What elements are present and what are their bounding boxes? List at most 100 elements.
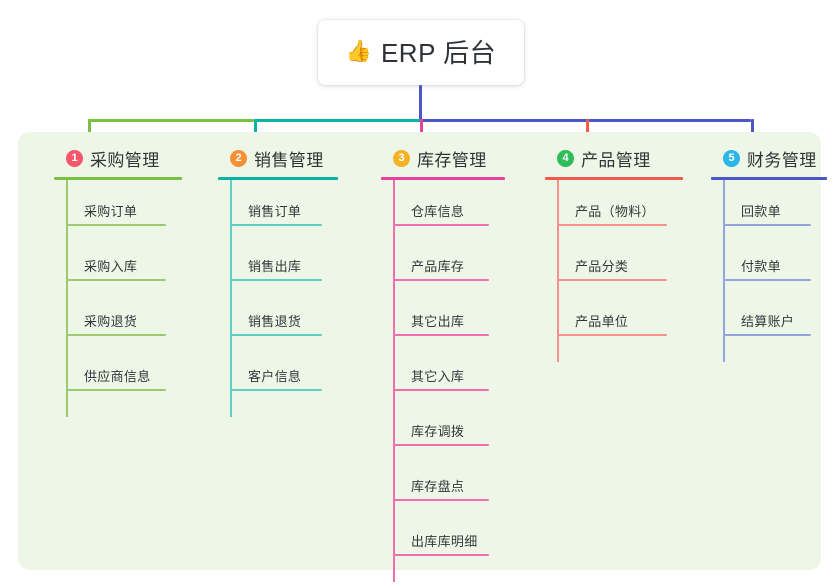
branch-header-rule-finance bbox=[711, 177, 827, 180]
leaf-item-rule bbox=[723, 224, 811, 226]
leaf-item[interactable]: 产品分类 bbox=[557, 226, 667, 281]
branch-number-badge-finance: 5 bbox=[723, 149, 740, 167]
leaf-item-label: 产品分类 bbox=[575, 259, 629, 274]
leaf-item-label: 回款单 bbox=[741, 204, 781, 219]
leaf-item-rule bbox=[557, 224, 667, 226]
branch-header-inventory[interactable]: 3 库存管理 bbox=[381, 146, 517, 170]
branch-header-product[interactable]: 4 产品管理 bbox=[545, 146, 695, 170]
branch-header-rule-product bbox=[545, 177, 683, 180]
leaf-item-rule bbox=[393, 444, 489, 446]
leaf-item[interactable]: 采购入库 bbox=[66, 226, 166, 281]
leaf-item-label: 供应商信息 bbox=[84, 369, 151, 384]
leaf-item-label: 库存盘点 bbox=[411, 479, 465, 494]
branch-column-inventory: 3 库存管理仓库信息产品库存其它出库其它入库库存调拨库存盘点出库库明细 bbox=[381, 146, 517, 582]
branch-spine-inventory bbox=[393, 180, 395, 582]
leaf-item-label: 其它出库 bbox=[411, 314, 465, 329]
leaf-item-label: 结算账户 bbox=[741, 314, 795, 329]
leaf-item-label: 付款单 bbox=[741, 259, 781, 274]
branch-header-rule-purchase bbox=[54, 177, 182, 180]
branch-column-product: 4 产品管理产品（物料） 产品分类产品单位 bbox=[545, 146, 695, 362]
leaf-item-label: 采购退货 bbox=[84, 314, 138, 329]
leaf-item-rule bbox=[66, 389, 166, 391]
leaf-item[interactable]: 销售退货 bbox=[230, 281, 322, 336]
leaf-item[interactable]: 销售出库 bbox=[230, 226, 322, 281]
branch-title-inventory: 库存管理 bbox=[417, 150, 487, 170]
leaf-item[interactable]: 付款单 bbox=[723, 226, 811, 281]
leaf-item[interactable]: 库存盘点 bbox=[393, 446, 489, 501]
root-node-title: ERP 后台 bbox=[380, 38, 497, 68]
branch-number-badge-product: 4 bbox=[557, 149, 574, 167]
leaf-item-rule bbox=[230, 224, 322, 226]
leaf-item-rule bbox=[557, 279, 667, 281]
branch-column-finance: 5 财务管理回款单付款单结算账户 bbox=[711, 146, 839, 362]
leaf-item-rule bbox=[723, 279, 811, 281]
leaf-item-label: 出库库明细 bbox=[411, 534, 478, 549]
branch-number-badge-inventory: 3 bbox=[393, 149, 410, 167]
branch-header-rule-sales bbox=[218, 177, 338, 180]
leaf-item-rule bbox=[66, 279, 166, 281]
branch-number-badge-purchase: 1 bbox=[66, 149, 83, 167]
leaf-item-rule bbox=[393, 334, 489, 336]
leaf-item-rule bbox=[66, 334, 166, 336]
leaf-item-label: 客户信息 bbox=[248, 369, 302, 384]
leaf-item-rule bbox=[230, 334, 322, 336]
leaf-item-rule bbox=[393, 279, 489, 281]
root-node-content: 👍 ERP 后台 bbox=[346, 33, 496, 70]
leaf-item-rule bbox=[557, 334, 667, 336]
leaf-item[interactable]: 产品库存 bbox=[393, 226, 489, 281]
branch-column-sales: 2 销售管理销售订单销售出库销售退货客户信息 bbox=[218, 146, 350, 417]
leaf-item[interactable]: 结算账户 bbox=[723, 281, 811, 336]
leaf-item-label: 销售订单 bbox=[248, 204, 302, 219]
leaf-item-label: 销售出库 bbox=[248, 259, 302, 274]
leaf-item[interactable]: 出库库明细 bbox=[393, 501, 489, 556]
branch-header-sales[interactable]: 2 销售管理 bbox=[218, 146, 350, 170]
leaf-item[interactable]: 回款单 bbox=[723, 171, 811, 226]
leaf-item-label: 采购订单 bbox=[84, 204, 138, 219]
leaf-item[interactable]: 其它入库 bbox=[393, 336, 489, 391]
branch-header-finance[interactable]: 5 财务管理 bbox=[711, 146, 839, 170]
branch-spine-finance bbox=[723, 180, 725, 362]
leaf-item[interactable]: 其它出库 bbox=[393, 281, 489, 336]
branch-title-product: 产品管理 bbox=[581, 150, 651, 170]
branch-spine-purchase bbox=[66, 180, 68, 417]
leaf-item-label: 采购入库 bbox=[84, 259, 138, 274]
leaf-item-label: 产品单位 bbox=[575, 314, 629, 329]
root-stem bbox=[419, 85, 422, 122]
branch-header-purchase[interactable]: 1 采购管理 bbox=[54, 146, 194, 170]
branch-title-finance: 财务管理 bbox=[747, 150, 817, 170]
leaf-item-rule bbox=[723, 334, 811, 336]
branch-spine-product bbox=[557, 180, 559, 362]
leaf-item-label: 产品库存 bbox=[411, 259, 465, 274]
leaf-item-rule bbox=[393, 224, 489, 226]
branch-title-purchase: 采购管理 bbox=[90, 150, 160, 170]
leaf-item-rule bbox=[393, 499, 489, 501]
leaf-item[interactable]: 仓库信息 bbox=[393, 171, 489, 226]
leaf-item-rule bbox=[230, 389, 322, 391]
leaf-item[interactable]: 库存调拨 bbox=[393, 391, 489, 446]
branches-panel: 1 采购管理采购订单采购入库采购退货供应商信息 2 销售管理销售订单销售出库销售退货客… bbox=[18, 132, 827, 582]
leaf-item[interactable]: 客户信息 bbox=[230, 336, 322, 391]
bus-teal bbox=[254, 119, 420, 122]
leaf-item-label: 其它入库 bbox=[411, 369, 465, 384]
bus-blue bbox=[420, 119, 751, 122]
leaf-item-label: 销售退货 bbox=[248, 314, 302, 329]
branch-number-badge-sales: 2 bbox=[230, 149, 247, 167]
thumbs-up-icon: 👍 bbox=[345, 40, 372, 63]
leaf-item-label: 库存调拨 bbox=[411, 424, 465, 439]
branch-title-sales: 销售管理 bbox=[254, 150, 324, 170]
leaf-item-rule bbox=[393, 389, 489, 391]
leaf-item[interactable]: 采购订单 bbox=[66, 171, 166, 226]
leaf-item[interactable]: 销售订单 bbox=[230, 171, 322, 226]
leaf-item[interactable]: 供应商信息 bbox=[66, 336, 166, 391]
leaf-item[interactable]: 采购退货 bbox=[66, 281, 166, 336]
leaf-item-rule bbox=[393, 554, 489, 556]
branch-header-rule-inventory bbox=[381, 177, 505, 180]
leaf-item[interactable]: 产品（物料） bbox=[557, 171, 667, 226]
leaf-item[interactable]: 产品单位 bbox=[557, 281, 667, 336]
leaf-item-rule bbox=[230, 279, 322, 281]
branch-spine-sales bbox=[230, 180, 232, 417]
leaf-item-label: 产品（物料） bbox=[575, 204, 655, 219]
leaf-item-label: 仓库信息 bbox=[411, 204, 465, 219]
root-node-card[interactable]: 👍 ERP 后台 bbox=[318, 20, 524, 85]
